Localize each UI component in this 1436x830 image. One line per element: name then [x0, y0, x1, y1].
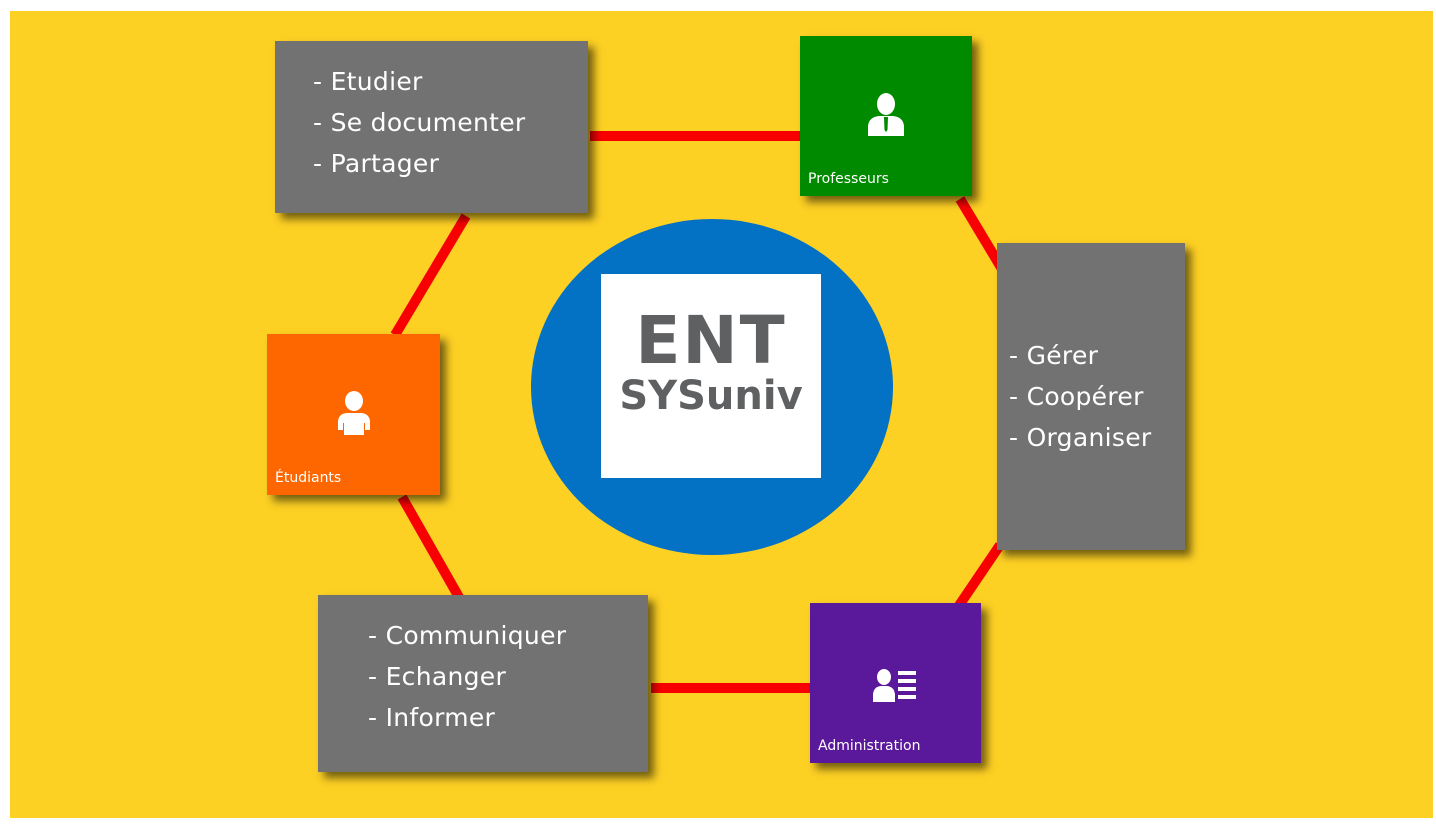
logo-title: ENT	[635, 302, 787, 379]
diagram-canvas: - Etudier - Se documenter - Partager Pro…	[10, 11, 1433, 818]
activities-list: - Gérer - Coopérer - Organiser	[1009, 335, 1185, 458]
tile-label: Étudiants	[275, 470, 342, 486]
student-icon	[338, 391, 370, 435]
tile-etudiants[interactable]: Étudiants	[267, 334, 440, 495]
activity-item: - Organiser	[1009, 423, 1152, 452]
activity-item: - Se documenter	[313, 108, 526, 137]
logo-subtitle: SYSuniv	[619, 373, 803, 419]
tile-professeurs[interactable]: Professeurs	[800, 36, 972, 196]
activity-item: - Partager	[313, 149, 440, 178]
connector-bl-etudiants	[397, 494, 465, 602]
connector-right-administration	[953, 542, 1005, 610]
tile-label: Administration	[818, 738, 921, 754]
connector-lines	[390, 131, 1007, 693]
activity-item: - Communiquer	[368, 621, 567, 650]
activity-item: - Echanger	[368, 662, 507, 691]
activity-item: - Informer	[368, 703, 496, 732]
teacher-icon	[868, 93, 904, 136]
activities-box-right: - Gérer - Coopérer - Organiser	[997, 243, 1185, 550]
connector-professeurs-right	[955, 196, 1007, 272]
activity-item: - Etudier	[313, 67, 423, 96]
activities-box-top-left: - Etudier - Se documenter - Partager	[275, 41, 588, 213]
activity-item: - Gérer	[1009, 341, 1099, 370]
activities-list: - Etudier - Se documenter - Partager	[313, 61, 588, 184]
admin-icon	[873, 669, 916, 702]
activities-list: - Communiquer - Echanger - Informer	[368, 615, 648, 738]
activities-box-bottom-left: - Communiquer - Echanger - Informer	[318, 595, 648, 772]
tile-administration[interactable]: Administration	[810, 603, 981, 763]
tile-label: Professeurs	[808, 171, 889, 187]
connector-etudiants-tl	[390, 213, 471, 338]
ent-logo: ENT SYSuniv	[601, 274, 821, 478]
activity-item: - Coopérer	[1009, 382, 1144, 411]
